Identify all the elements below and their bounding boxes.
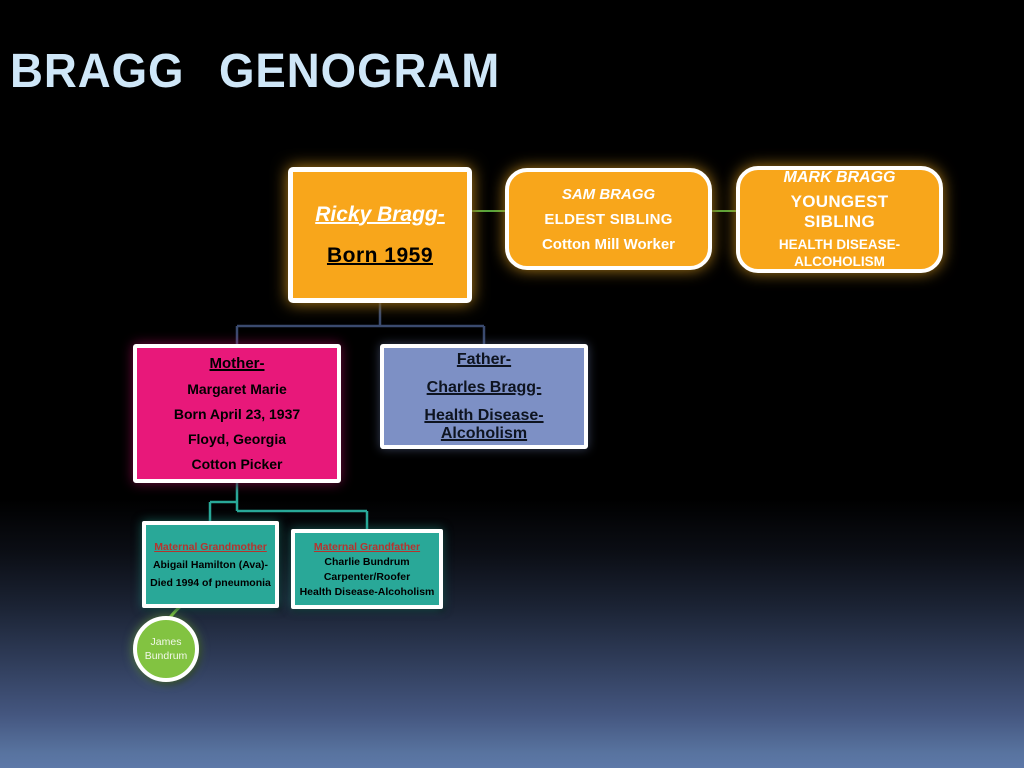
ricky-name: Ricky Bragg-: [315, 202, 445, 226]
grandfather-label: Maternal Grandfather: [313, 540, 421, 553]
grandmother-death: Died 1994 of pneumonia: [150, 576, 271, 589]
sam-role: ELDEST SIBLING: [544, 210, 673, 228]
grandmother-label: Maternal Grandmother: [154, 540, 267, 553]
james-last-name: Bundrum: [144, 649, 188, 662]
grandfather-name: Charlie Bundrum: [324, 555, 410, 568]
father-health: Health Disease-Alcoholism: [424, 406, 544, 442]
mark-health: HEALTH DISEASE-ALCOHOLISM: [778, 237, 901, 269]
mother-name: Margaret Marie: [187, 381, 287, 397]
mark-role: YOUNGEST SIBLING: [790, 192, 889, 232]
ricky-birth: Born 1959: [326, 243, 434, 267]
node-maternal-grandfather: Maternal Grandfather Charlie Bundrum Car…: [291, 529, 443, 609]
node-maternal-grandmother: Maternal Grandmother Abigail Hamilton (A…: [142, 521, 279, 608]
node-father: Father- Charles Bragg- Health Disease-Al…: [380, 344, 588, 449]
sam-name: SAM BRAGG: [561, 185, 656, 203]
sam-occupation: Cotton Mill Worker: [541, 235, 676, 253]
grandfather-occupation: Carpenter/Roofer: [323, 570, 411, 583]
parent-connector-line: [235, 303, 486, 345]
node-sam-bragg: SAM BRAGG ELDEST SIBLING Cotton Mill Wor…: [505, 168, 712, 270]
grandmother-name: Abigail Hamilton (Ava)-: [152, 558, 269, 571]
mother-occupation: Cotton Picker: [191, 456, 283, 472]
grandfather-health: Health Disease-Alcoholism: [299, 585, 435, 598]
page-title: BRAGG GENOGRAM: [10, 45, 501, 98]
mark-name: MARK BRAGG: [783, 169, 896, 187]
mother-location: Floyd, Georgia: [187, 431, 286, 447]
father-name: Charles Bragg-: [426, 378, 542, 396]
node-mark-bragg: MARK BRAGG YOUNGEST SIBLING HEALTH DISEA…: [736, 166, 943, 273]
father-label: Father-: [456, 350, 512, 368]
node-mother: Mother- Margaret Marie Born April 23, 19…: [133, 344, 341, 483]
mother-birth: Born April 23, 1937: [173, 406, 301, 422]
node-james-bundrum: James Bundrum: [133, 616, 199, 682]
node-ricky-bragg: Ricky Bragg- Born 1959: [288, 167, 472, 303]
mother-label: Mother-: [209, 355, 265, 372]
james-first-name: James: [150, 635, 182, 648]
